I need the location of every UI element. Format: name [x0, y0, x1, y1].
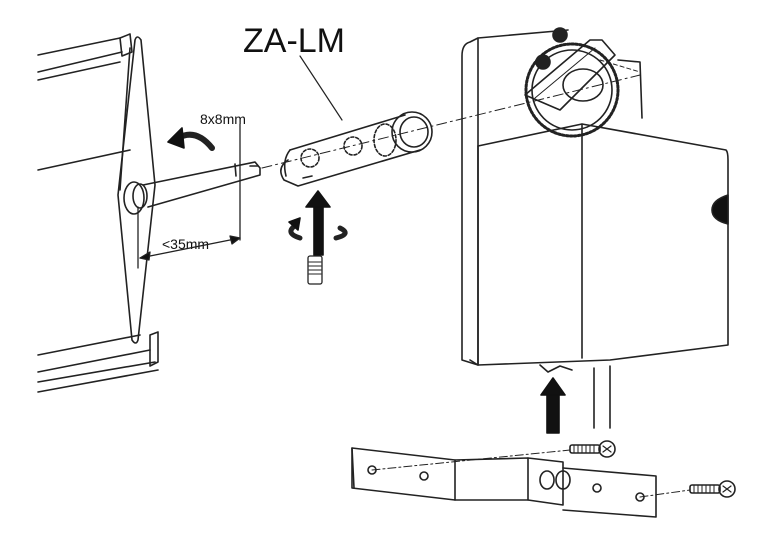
up-arrow-icon	[540, 377, 566, 434]
mounting-bracket	[351, 447, 691, 518]
actuator-housing	[461, 27, 729, 373]
guide-lines	[593, 365, 611, 429]
label-leader	[299, 55, 343, 121]
axis-line	[261, 74, 641, 169]
damper-blade	[37, 33, 159, 393]
mounting-screw-lower	[689, 480, 736, 498]
shaft-size-label: 8x8mm	[200, 111, 246, 127]
dimension-lines	[137, 123, 241, 269]
set-screw-assembly	[288, 190, 348, 285]
adapter-tube	[280, 111, 433, 187]
shaft-length-label: <35mm	[162, 236, 210, 252]
part-label-za-lm: ZA-LM	[243, 22, 345, 60]
damper-shaft	[123, 161, 261, 215]
mounting-screw-upper	[569, 440, 616, 458]
